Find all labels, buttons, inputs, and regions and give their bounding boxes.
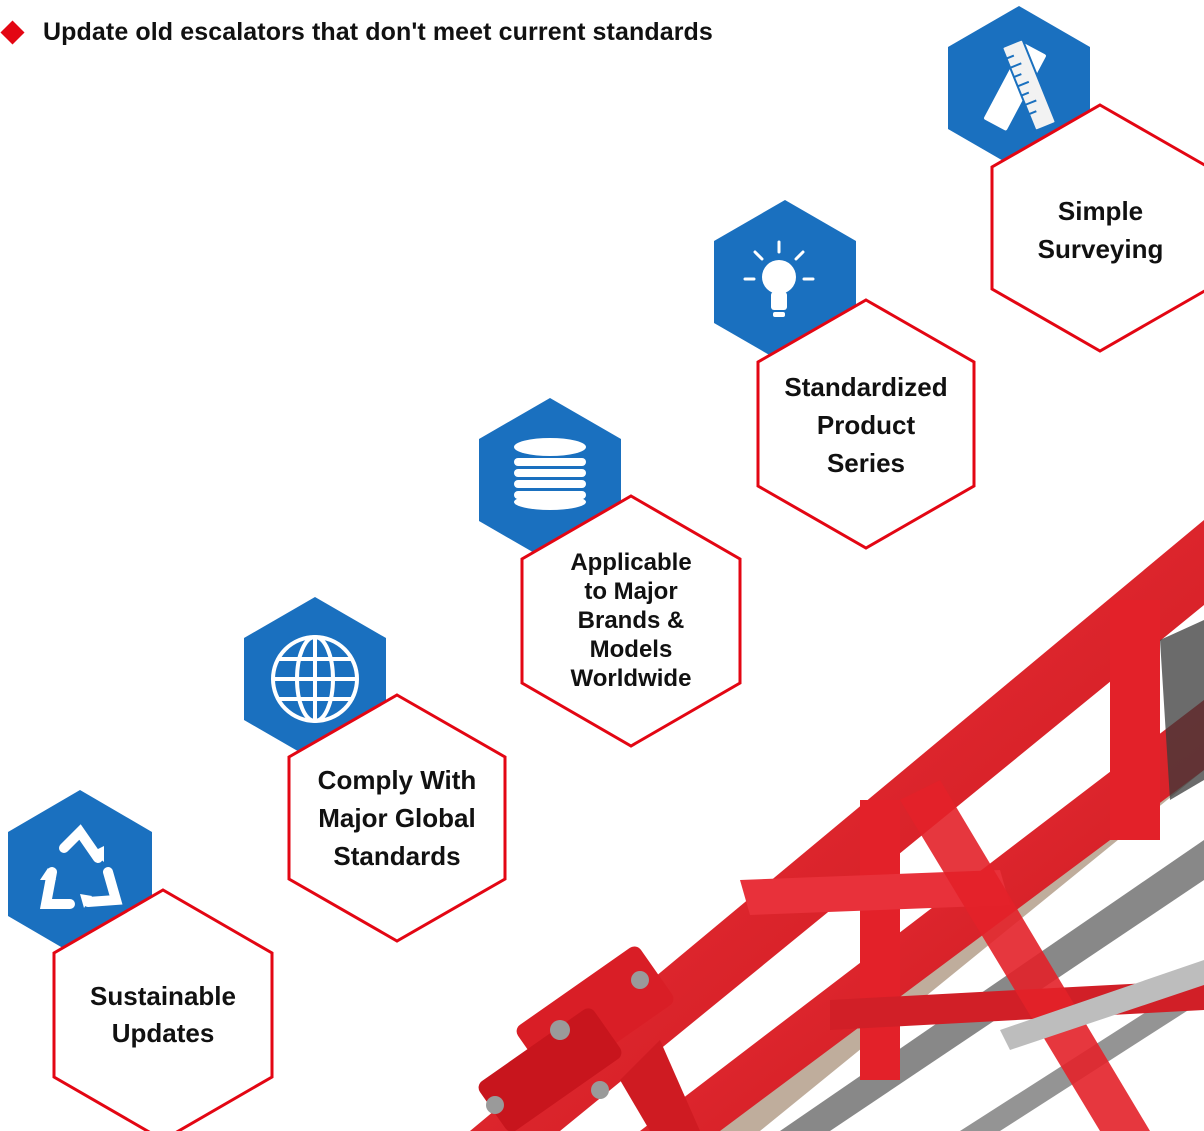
escalator-truss-illustration xyxy=(470,520,1204,1131)
database-icon xyxy=(514,438,586,510)
headline: Update old escalators that don't meet cu… xyxy=(0,14,713,50)
ruler-icon xyxy=(984,38,1057,132)
lightbulb-icon xyxy=(743,240,815,317)
feature-hexagon-outline xyxy=(52,888,274,1131)
feature-label-applicable-brands: Applicable to Major Brands & Models Worl… xyxy=(570,548,692,692)
feature-label-global-standards: Comply With Major Global Standards xyxy=(317,764,477,871)
feature-card-sustainable-updates xyxy=(8,790,274,1131)
feature-label-sustainable-updates: Sustainable Updates xyxy=(90,981,236,1048)
feature-hexagon-outline xyxy=(287,693,507,943)
feature-label-simple-surveying: Simple Surveying xyxy=(1037,196,1164,264)
feature-card-applicable-brands xyxy=(479,398,742,748)
recycle-icon xyxy=(39,824,123,909)
feature-card-standardized-series xyxy=(714,200,976,550)
globe-icon xyxy=(271,635,359,723)
feature-hexagon-outline xyxy=(520,494,742,748)
feature-card-global-standards xyxy=(244,597,507,943)
feature-hexagon-outline xyxy=(756,298,976,550)
feature-label-standardized-series: Standardized Product Series xyxy=(784,372,948,478)
feature-hexagon-outline xyxy=(990,103,1204,353)
headline-text: Update old escalators that don't meet cu… xyxy=(43,17,713,46)
feature-card-simple-surveying xyxy=(948,6,1204,353)
